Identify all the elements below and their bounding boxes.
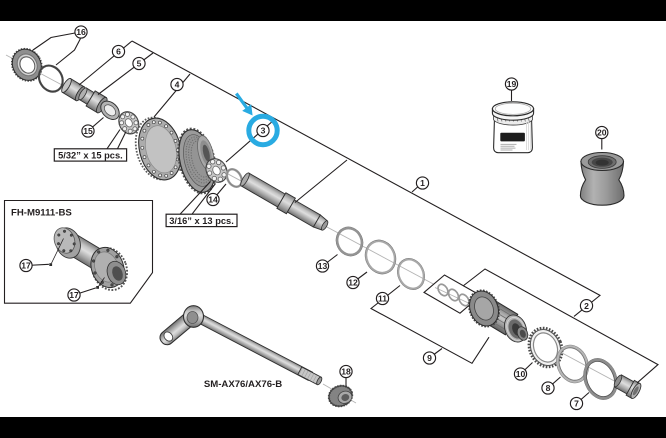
svg-text:3: 3: [261, 126, 266, 136]
svg-text:17: 17: [21, 261, 31, 271]
svg-text:16: 16: [76, 27, 86, 37]
svg-text:4: 4: [175, 80, 180, 90]
svg-text:1: 1: [420, 178, 425, 188]
svg-text:SM-AX76/AX76-B: SM-AX76/AX76-B: [204, 379, 282, 390]
svg-text:11: 11: [378, 294, 387, 304]
svg-text:20: 20: [597, 128, 607, 138]
svg-text:5: 5: [137, 59, 142, 69]
svg-text:18: 18: [341, 367, 351, 377]
svg-text:9: 9: [427, 353, 432, 363]
svg-text:2: 2: [584, 301, 589, 311]
svg-text:19: 19: [507, 79, 517, 89]
svg-text:6: 6: [116, 47, 121, 57]
svg-text:8: 8: [546, 383, 551, 393]
svg-text:3/16” x 13 pcs.: 3/16” x 13 pcs.: [169, 216, 234, 226]
svg-text:12: 12: [348, 278, 358, 288]
svg-text:15: 15: [83, 126, 93, 136]
svg-text:FH-M9111-BS: FH-M9111-BS: [11, 208, 72, 219]
svg-text:10: 10: [516, 369, 526, 379]
svg-text:13: 13: [318, 261, 328, 271]
svg-text:5/32” x 15 pcs.: 5/32” x 15 pcs.: [58, 150, 123, 160]
svg-text:7: 7: [574, 399, 579, 409]
svg-text:14: 14: [208, 195, 218, 205]
svg-text:17: 17: [69, 290, 79, 300]
